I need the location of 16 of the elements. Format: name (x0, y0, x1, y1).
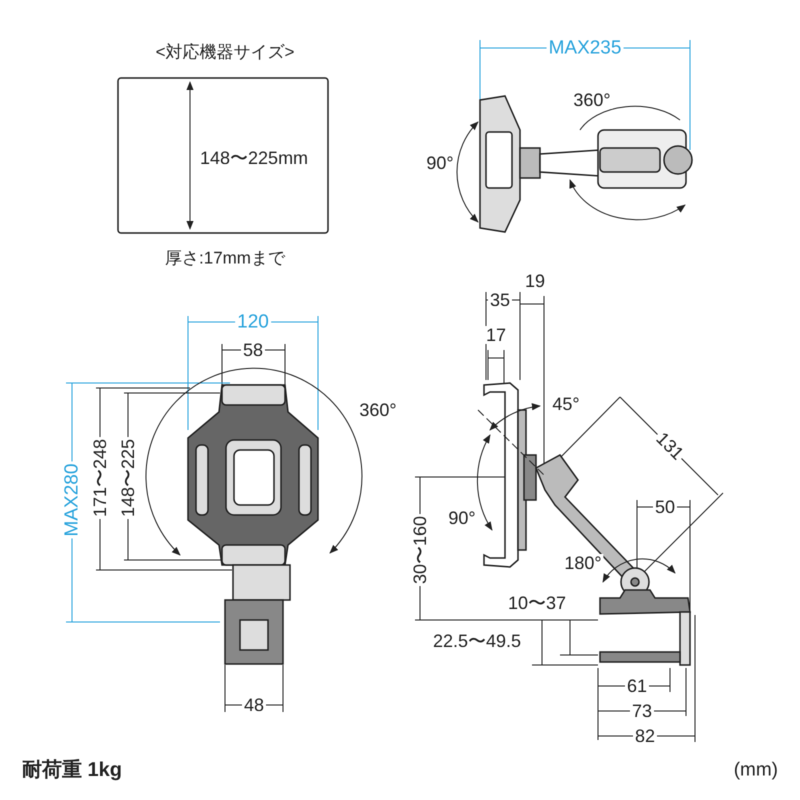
dimension-label: 171〜248 (91, 436, 109, 520)
dimension-label: 73 (630, 702, 654, 720)
note: 厚さ:17mmまで (163, 250, 287, 266)
dimension-label: 148〜225 (119, 436, 137, 520)
dimension-label: 17 (484, 326, 508, 344)
dimension-label: 30〜160 (411, 514, 429, 586)
dimension-label: 82 (632, 727, 658, 745)
dimension-label: 50 (652, 498, 678, 516)
dimension-label: 61 (624, 677, 650, 695)
dimension-label: 58 (240, 341, 266, 359)
dimension-label: 35 (488, 291, 512, 309)
angle-label: 360° (571, 91, 613, 109)
dimension-label: 22.5〜49.5 (430, 632, 524, 650)
unit-note: (mm) (732, 760, 780, 780)
dimension-label: 48 (242, 696, 266, 714)
heading: <対応機器サイズ> (154, 44, 296, 60)
